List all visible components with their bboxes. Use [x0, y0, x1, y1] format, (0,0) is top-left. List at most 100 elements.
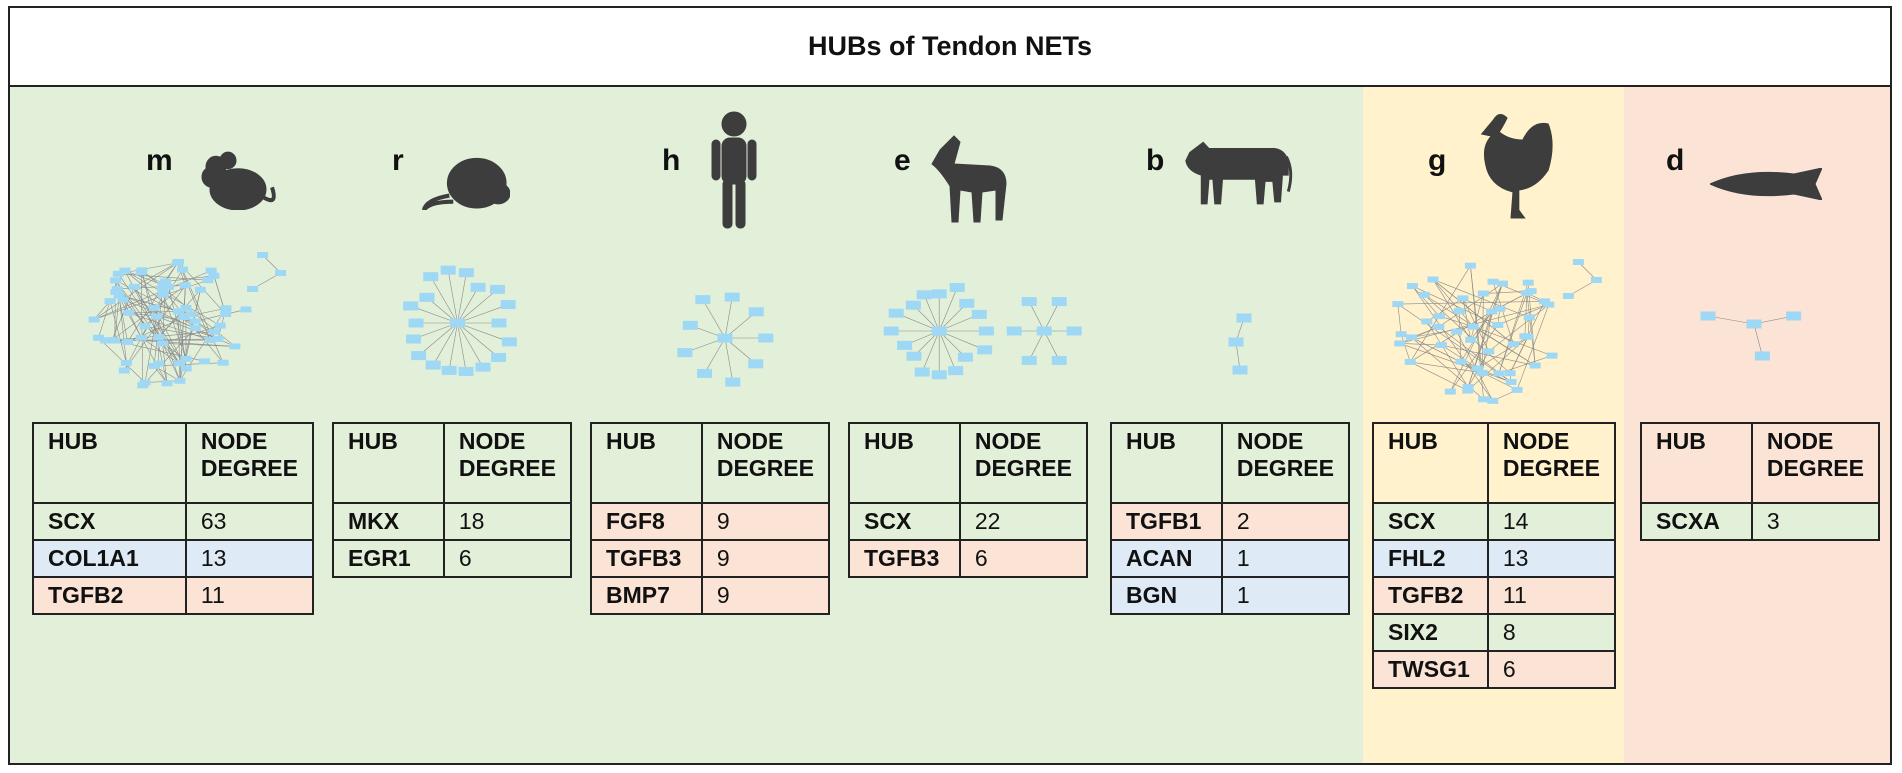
network-node	[1036, 326, 1052, 336]
degree-header-line: NODE	[974, 428, 1042, 454]
hub-gene-cell: SIX2	[1372, 613, 1489, 652]
network-node	[214, 322, 226, 329]
network-edge	[1424, 294, 1536, 366]
network-edge	[1399, 343, 1442, 346]
degree-header-line: DEGREE	[716, 455, 814, 481]
network-edge	[418, 322, 458, 356]
network-node	[139, 323, 151, 330]
network-node	[1483, 348, 1495, 355]
hub-gene-cell: TGFB3	[590, 539, 703, 578]
network-node	[1021, 297, 1037, 307]
network-edge	[457, 322, 484, 368]
mouse-icon	[201, 151, 276, 210]
title-bar: HUBs of Tendon NETs	[10, 8, 1890, 87]
network-node	[948, 366, 964, 376]
network-edge	[1498, 292, 1528, 374]
cow-icon	[1185, 141, 1293, 205]
network-edge	[1438, 283, 1503, 328]
hub-column-header: HUB	[1372, 422, 1489, 504]
network-node	[177, 266, 189, 273]
network-edge	[1028, 301, 1045, 332]
network-node	[220, 305, 232, 312]
degree-header-line: DEGREE	[458, 455, 556, 481]
rat-icon	[421, 157, 510, 210]
network-node	[1525, 288, 1537, 295]
network-node	[1487, 397, 1499, 404]
network-node	[1504, 370, 1516, 377]
network-node	[1228, 337, 1244, 347]
network-edge	[448, 322, 458, 371]
network-node	[931, 370, 947, 380]
network-edge	[704, 337, 726, 374]
network-node	[1066, 326, 1082, 336]
network-node	[1529, 362, 1541, 369]
degree-header-line: NODE	[458, 428, 526, 454]
network-edge	[1458, 311, 1462, 362]
hub-column-header: HUB	[32, 422, 187, 504]
network-node	[111, 286, 123, 293]
species-label: e	[894, 144, 911, 177]
network-node	[916, 290, 932, 300]
network-node	[971, 309, 987, 319]
node-degree-cell: 9	[700, 576, 831, 615]
network-node	[1433, 313, 1445, 320]
network-edge	[1028, 330, 1045, 361]
network-edge	[923, 294, 940, 332]
network-edge	[162, 343, 168, 384]
network-edge	[142, 327, 196, 386]
network-node	[179, 282, 191, 289]
network-node	[180, 355, 192, 362]
network-edge	[162, 325, 221, 344]
species-label: g	[1428, 144, 1447, 177]
node-degree-cell: 2	[1220, 502, 1351, 541]
network-edge	[1707, 315, 1755, 325]
network-node	[180, 304, 192, 311]
network-edge	[1424, 294, 1511, 374]
network-node	[1572, 259, 1584, 265]
network-node	[1478, 396, 1490, 403]
network-node	[173, 360, 185, 367]
network-node	[1492, 321, 1504, 328]
network-node	[458, 366, 474, 376]
network-thumbnail	[1700, 311, 1802, 361]
network-node	[440, 265, 456, 275]
network-node	[906, 351, 922, 361]
network-edge	[118, 273, 180, 364]
network-edge	[921, 330, 940, 373]
network-node	[717, 333, 733, 343]
network-node	[1453, 308, 1465, 315]
network-node	[475, 362, 491, 372]
network-node	[104, 298, 116, 305]
network-edge	[115, 291, 219, 340]
network-node	[1435, 342, 1447, 349]
degree-header-line: NODE	[1236, 428, 1304, 454]
network-node	[1754, 351, 1770, 361]
network-edge	[144, 326, 219, 340]
network-node	[88, 316, 100, 323]
network-edge	[702, 299, 726, 339]
hub-column-header: HUB	[1110, 422, 1223, 504]
network-edge	[1492, 281, 1514, 345]
network-node	[1394, 340, 1406, 347]
network-edge	[1410, 311, 1492, 363]
network-node	[490, 284, 506, 294]
node-degree-cell: 1	[1220, 539, 1351, 578]
node-degree-cell: 3	[1750, 502, 1881, 541]
hub-gene-cell: FHL2	[1372, 539, 1489, 578]
node-degree-cell: 11	[1486, 576, 1617, 615]
network-node	[1523, 314, 1535, 321]
network-node	[1406, 283, 1418, 290]
hub-gene-cell: TWSG1	[1372, 650, 1489, 689]
node-degree-cell: 6	[1486, 650, 1617, 689]
hub-gene-cell: SCX	[848, 502, 961, 541]
network-node	[697, 368, 713, 378]
network-node	[1427, 276, 1439, 283]
